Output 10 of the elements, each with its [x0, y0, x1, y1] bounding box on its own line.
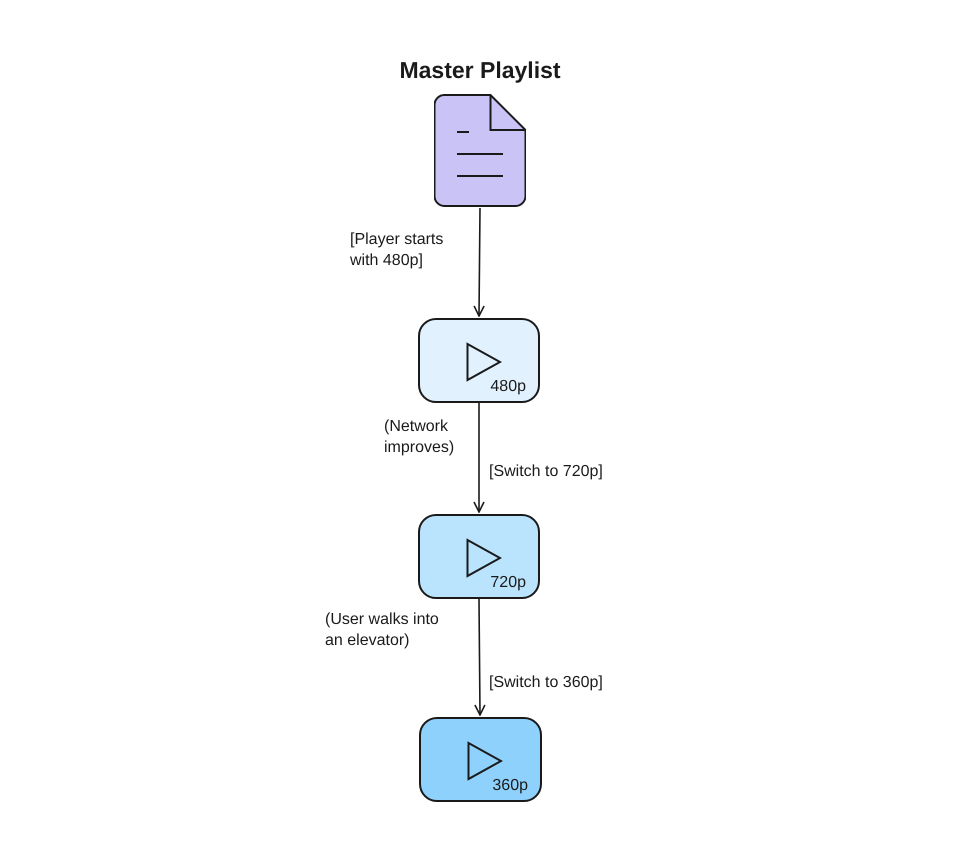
video-box [418, 514, 540, 599]
resolution-label: 720p [490, 574, 526, 592]
video-box [419, 717, 542, 802]
video-box [418, 318, 540, 403]
resolution-label: 360p [492, 777, 528, 795]
arrow [473, 208, 485, 317]
arrow [473, 403, 485, 513]
arrow [474, 599, 486, 716]
resolution-label: 480p [490, 378, 526, 396]
document-heading: Master Playlist [399, 57, 561, 84]
